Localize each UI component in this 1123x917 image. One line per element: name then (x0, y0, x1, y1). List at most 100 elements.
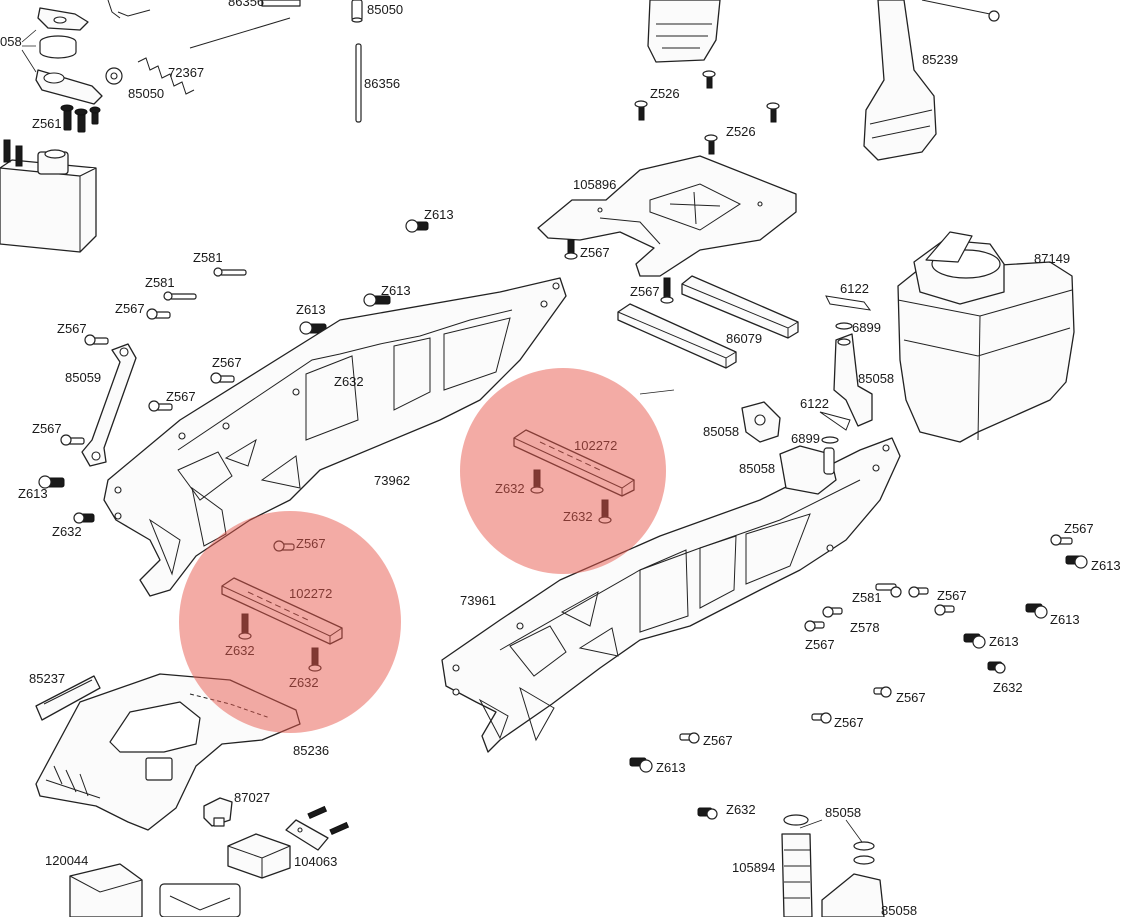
part-label-l-z567-i: Z567 (937, 588, 967, 603)
part-label-l-z613-f: Z613 (1050, 612, 1080, 627)
posts-86079 (617, 275, 799, 369)
chassis-plate-73961 (441, 437, 901, 753)
pin-85050 (351, 0, 363, 23)
highlight-circle-left (179, 511, 401, 733)
highlight-circles (179, 368, 666, 733)
part-label-l-85058-a: 85058 (858, 371, 894, 386)
part-label-l-6899-a: 6899 (852, 320, 881, 335)
part-label-l-z613-top: Z613 (424, 207, 454, 222)
screw-icon (60, 104, 101, 133)
part-label-l-86356-mid: 86356 (364, 76, 400, 91)
part-label-l-z632-g: Z632 (993, 680, 1023, 695)
part-label-l-6122-a: 6122 (840, 281, 869, 296)
screw-icon (875, 583, 902, 598)
screw-icon (38, 475, 65, 489)
part-label-l-73961: 73961 (460, 593, 496, 608)
part-label-l-z613-e: Z613 (1091, 558, 1121, 573)
part-label-l-z567-b: Z567 (630, 284, 660, 299)
part-label-l-87027: 87027 (234, 790, 270, 805)
screw-icon (987, 661, 1006, 674)
part-label-l-85058-c: 85058 (739, 461, 775, 476)
part-label-l-z581-a: Z581 (193, 250, 223, 265)
screw-icon (60, 434, 85, 446)
screw-icon (1065, 555, 1088, 569)
part-label-l-z567-d: Z567 (212, 355, 242, 370)
highlight-circle-right (460, 368, 666, 574)
screws-cluster-right (629, 534, 1088, 820)
part-label-l-z567-f: Z567 (32, 421, 62, 436)
screw-icon (163, 291, 197, 301)
part-label-l-6122-b: 6122 (800, 396, 829, 411)
part-label-l-z561: Z561 (32, 116, 62, 131)
fuel-tank-87149 (897, 231, 1075, 443)
part-label-l-72367: 72367 (168, 65, 204, 80)
part-label-l-z613-g: Z613 (989, 634, 1019, 649)
shock-tower-left (647, 0, 721, 63)
screw-icon (1025, 603, 1048, 619)
screw-icon (299, 321, 327, 335)
part-label-l-z526-a: Z526 (650, 86, 680, 101)
plate-105896 (537, 155, 797, 277)
part-label-l-z567-e: Z567 (166, 389, 196, 404)
receiver-104063 (227, 805, 350, 879)
part-label-l-z613-b: Z613 (381, 283, 411, 298)
steering-link-85059 (81, 343, 137, 467)
part-label-l-86356-top: 86356 (228, 0, 264, 9)
servo-body (0, 139, 97, 253)
screw-icon (213, 267, 247, 277)
part-label-l-z632-h: Z632 (726, 802, 756, 817)
screw-icon (679, 732, 700, 744)
screw-icon (822, 606, 843, 618)
screw-icon (873, 686, 892, 698)
screw-icon (210, 372, 235, 384)
leader-lines (639, 389, 863, 843)
part-label-l-85050-top: 85050 (367, 2, 403, 17)
screw-icon (84, 334, 109, 346)
part-label-l-85050-mid: 85050 (128, 86, 164, 101)
part-label-l-104063: 104063 (294, 854, 337, 869)
part-label-l-z632-d: Z632 (52, 524, 82, 539)
screw-icon (73, 512, 95, 524)
part-label-l-z567-m: Z567 (703, 733, 733, 748)
screw-icon (146, 308, 171, 320)
part-label-l-058-left: 058 (0, 34, 22, 49)
part-label-l-z567-c: Z567 (57, 321, 87, 336)
servo-saver-parts (21, 7, 103, 133)
part-label-l-105894: 105894 (732, 860, 775, 875)
part-label-l-z567-l: Z567 (834, 715, 864, 730)
screw-icon-z567-plate (564, 239, 674, 304)
part-label-l-z567-g: Z567 (1064, 521, 1094, 536)
part-label-l-z613-d: Z613 (18, 486, 48, 501)
plate-85237 (35, 675, 101, 721)
part-label-l-z632-a: Z632 (334, 374, 364, 389)
screw-icon (1050, 534, 1073, 546)
part-label-l-85058-e: 85058 (881, 903, 917, 917)
arm-85239 (863, 0, 1000, 161)
screw-icon (804, 620, 825, 632)
part-label-l-73962: 73962 (374, 473, 410, 488)
screw-icon (363, 293, 391, 307)
part-label-l-z567-a: Z567 (115, 301, 145, 316)
part-label-l-85058-b: 85058 (703, 424, 739, 439)
part-label-l-z581-b: Z581 (145, 275, 175, 290)
post-105894 (781, 814, 885, 917)
part-label-l-105896: 105896 (573, 177, 616, 192)
chassis-plate-73962 (103, 277, 567, 597)
part-label-l-z567-plate: Z567 (580, 245, 610, 260)
part-label-l-85059: 85059 (65, 370, 101, 385)
part-label-l-z581-c: Z581 (852, 590, 882, 605)
screw-icon (148, 400, 173, 412)
part-label-l-85236: 85236 (293, 743, 329, 758)
screw-icon (811, 712, 832, 724)
screw-icon (963, 633, 986, 649)
rod-86356 (355, 43, 362, 123)
part-label-l-120044: 120044 (45, 853, 88, 868)
screw-icon (629, 757, 653, 773)
part-label-l-85239: 85239 (922, 52, 958, 67)
receiver-120044 (69, 863, 241, 917)
screw-icon-z526 (634, 70, 780, 155)
part-label-l-z578: Z578 (850, 620, 880, 635)
part-label-l-z526-b: Z526 (726, 124, 756, 139)
